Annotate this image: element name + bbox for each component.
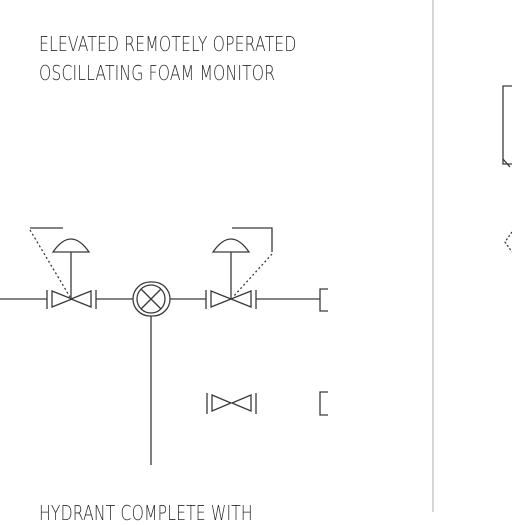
legend-title-line1: ELEVATED REMOTELY OPERATED — [39, 32, 297, 56]
motorized-valve-right — [206, 228, 272, 309]
gate-valve-legend — [207, 393, 256, 414]
schematic — [0, 0, 512, 512]
actuator-dome-icon — [53, 239, 89, 252]
monitor-junction-icon — [133, 282, 170, 465]
right-panel-box — [503, 86, 512, 164]
legend-caption-line1: HYDRANT COMPLETE WITH — [39, 501, 253, 525]
right-panel-diamond-icon — [505, 232, 512, 252]
control-line-right — [232, 228, 272, 252]
actuator-dome-icon — [213, 239, 249, 252]
right-panel-tick — [503, 159, 510, 167]
motorized-valve-left — [30, 228, 96, 309]
legend-title-line2: OSCILLATING FOAM MONITOR — [39, 61, 276, 85]
end-cap-lower — [320, 392, 328, 415]
end-cap-upper — [320, 289, 328, 311]
